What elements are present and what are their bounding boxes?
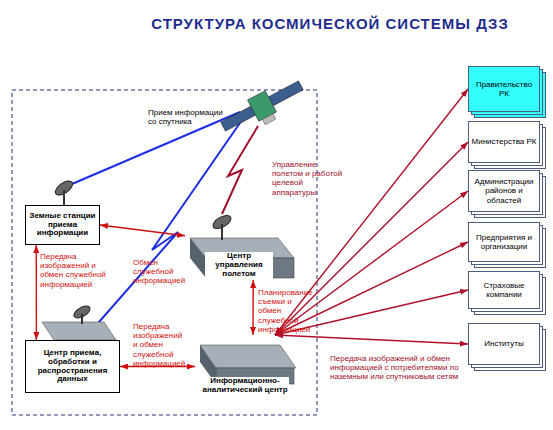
consumer-box: Страховые компании: [468, 271, 540, 309]
flow-arrow: [36, 245, 38, 340]
dish-stem: [63, 190, 65, 205]
system-boundary: [12, 90, 317, 415]
building-side: [190, 238, 206, 278]
flow-arrow: [275, 191, 468, 335]
consumer-box: Правительство РК: [468, 66, 540, 112]
node-text: Институты: [484, 339, 523, 348]
building-node: Центр управления полетом: [185, 212, 295, 280]
consumer-box: Институты: [468, 323, 540, 365]
edge-label: Передача изображений и обмен служебной и…: [133, 322, 183, 368]
flow-arrow: [100, 225, 185, 236]
satellite: [218, 75, 310, 143]
control-uplink: [222, 126, 258, 214]
node-text: Центр управления полетом: [205, 252, 273, 279]
consumer-box: Министерства РК: [468, 121, 540, 163]
node-text: Центр приема, обработки и распространени…: [27, 349, 118, 385]
edge-label: Планирование съемки и обмен служебной ин…: [258, 288, 316, 334]
node-text: Министерства РК: [472, 137, 537, 146]
edge-label: Передача изображений и обмен служебной и…: [40, 252, 106, 289]
flow-arrow: [252, 280, 254, 335]
downlink-line: [92, 120, 242, 330]
solar-panel: [221, 106, 256, 131]
consumer-box: Администрации районов и областей: [468, 170, 540, 212]
node-text: Правительство РК: [471, 80, 537, 98]
flow-arrow: [275, 89, 468, 335]
station-box: Земные станции приема информации: [25, 205, 100, 245]
note-label: Управление полетом и работой целевой апп…: [272, 160, 344, 197]
satellite-antenna: [262, 114, 275, 125]
node-text: Страховые компании: [471, 281, 537, 299]
solar-panel: [268, 81, 303, 106]
node-text: Земные станции приема информации: [27, 212, 98, 239]
building-roof: [200, 345, 296, 368]
node-text: Администрации районов и областей: [471, 177, 537, 205]
note-label: Прием информации со спутника: [148, 108, 226, 126]
node-text: Информационно-аналитический центр: [201, 377, 289, 395]
building-roof: [42, 322, 116, 340]
edge-label: Обмен служебной информацией: [133, 258, 181, 286]
center-box: Центр приема, обработки и распространени…: [25, 340, 120, 393]
note-label: Передача изображений и обмен информацией…: [330, 354, 468, 382]
building-node: Информационно-аналитический центр: [195, 335, 295, 405]
building: [42, 304, 116, 340]
flow-arrow: [275, 335, 468, 344]
diagram-title: СТРУКТУРА КОСМИЧЕСКОЙ СИСТЕМЫ ДЗЗ: [115, 15, 545, 32]
dish-stem: [221, 224, 223, 240]
dish-antenna: [53, 178, 75, 205]
building: [190, 213, 294, 278]
consumer-box: Предприятия и организации: [468, 222, 540, 262]
node-text: Предприятия и организации: [471, 233, 537, 251]
dish-stem: [81, 314, 83, 324]
